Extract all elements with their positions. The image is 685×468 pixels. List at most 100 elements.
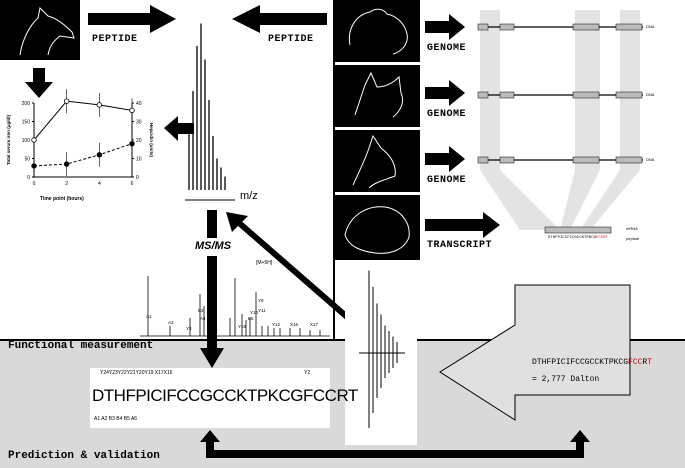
genome-label-3: GENOME	[427, 175, 467, 186]
ion-label: A1	[146, 314, 152, 319]
peak-label: [M+5H]	[256, 260, 273, 266]
ion-label: X17	[310, 322, 319, 327]
fragment-top-right: Y2	[304, 370, 311, 376]
bear-head-icon	[348, 8, 408, 55]
dna-label-2: DNA	[646, 92, 655, 97]
prediction-validation-label: Prediction & validation	[8, 450, 160, 462]
ion-label: B3	[198, 308, 204, 313]
data-point	[96, 152, 103, 158]
chart-ylabel-right: Hepcidin (units)	[149, 123, 154, 157]
mrna-sequence: DTHFPICIFCCGCCKTPKCGFCCRT	[548, 236, 608, 240]
dna-tracks	[477, 23, 643, 164]
data-point	[129, 107, 135, 114]
peptide-label-left: PEPTIDE	[92, 34, 138, 45]
annotated-sequence: DTHFPICIFCCGCCKTPKCGFCCRT	[92, 386, 358, 405]
horse-head-icon	[344, 206, 410, 254]
ytick-right-label: 0	[136, 175, 139, 181]
peptide-label-right: PEPTIDE	[268, 34, 314, 45]
arrow-left-1	[232, 5, 327, 33]
ion-label: A2	[168, 320, 174, 325]
ion-label: Y12	[272, 322, 281, 327]
arrow-right-1	[88, 5, 176, 33]
animal-image-4	[335, 195, 420, 260]
genome-label-2: GENOME	[427, 109, 467, 120]
result-seq-red-1: FCC	[628, 358, 643, 367]
mrna-label: mRNA	[626, 226, 638, 231]
animal-image-3	[335, 130, 420, 192]
ion-label: Y3	[186, 326, 192, 331]
vertical-divider	[333, 0, 335, 340]
mass-spectrum-top	[185, 23, 235, 201]
ytick-right-label: 20	[136, 138, 142, 144]
ytick-left-label: 150	[22, 120, 31, 126]
divider-line	[0, 339, 685, 341]
dog-head-icon	[19, 6, 75, 56]
msms-arrow-upper	[207, 210, 217, 238]
return-arrow	[200, 430, 590, 458]
result-sequence: DTHFPICIFCCGCCKTPKCGFCCRT	[532, 358, 652, 367]
annotated-sequence-box	[90, 368, 330, 428]
mass-spectrum-bottom	[359, 270, 405, 428]
fragment-top: Y24Y23Y22Y21Y20Y19 X17X16	[100, 370, 173, 376]
msms-label: MS/MS	[195, 240, 232, 252]
series-line	[33, 143, 133, 167]
dna-label-1: DNA	[646, 24, 655, 29]
animal-image-2	[335, 65, 420, 127]
arrow-down-1	[25, 68, 53, 98]
data-point	[31, 163, 37, 169]
xtick-label: 2	[65, 181, 68, 187]
mrna-track	[544, 226, 612, 234]
mass-value: = 2,777 Dalton	[532, 375, 600, 384]
dna-track-1	[477, 23, 643, 31]
ytick-right-label: 30	[136, 120, 142, 126]
result-seq-black-2: R	[642, 358, 648, 367]
ytick-left-label: 200	[22, 101, 31, 107]
animal-image-1	[335, 0, 420, 62]
mrna-seq-red: FCCRT	[596, 236, 609, 240]
ytick-right-label: 40	[136, 101, 142, 107]
result-seq-red-2: T	[647, 358, 653, 367]
peptide-track-label: peptide	[626, 236, 640, 241]
cat-head-icon	[354, 71, 404, 118]
ion-label: B5	[210, 314, 216, 319]
dna-label-3: DNA	[646, 157, 655, 162]
mz-label: m/z	[240, 190, 258, 202]
dna-track-3	[477, 156, 643, 164]
xtick-label: 0	[33, 181, 36, 187]
arrow-left-chart	[164, 116, 194, 141]
data-point	[63, 98, 70, 104]
ion-label: Y11	[258, 308, 266, 313]
dna-track-2	[477, 91, 643, 99]
data-point	[129, 141, 135, 147]
ion-label: A4	[200, 316, 206, 321]
ion-label: B5	[248, 316, 254, 321]
series-line	[33, 100, 133, 141]
ion-label: Y9	[258, 298, 264, 303]
dog-head-image	[0, 0, 80, 60]
fragment-bottom: A1 A2 B3 B4 B5 A6	[94, 416, 138, 422]
mrna-seq-black: DTHFPICIFCCGCCKTPKCG	[548, 236, 597, 240]
xtick-label: 6	[131, 181, 134, 187]
fox-head-icon	[352, 134, 396, 189]
ytick-left-label: 0	[27, 175, 30, 181]
ion-label: Y10	[250, 310, 259, 315]
arrow-genome-3	[425, 146, 465, 172]
ion-label: X16	[290, 322, 299, 327]
ytick-left-label: 100	[22, 138, 31, 144]
data-point	[63, 161, 70, 167]
result-seq-black-1: DTHFPICIFCCGCCKTPKCG	[532, 358, 629, 367]
arrow-genome-2	[425, 80, 465, 106]
ion-label: Y16	[238, 324, 247, 329]
arrow-transcript	[425, 212, 500, 238]
functional-measurement-label: Functional measurement	[8, 340, 154, 352]
transcript-label: TRANSCRIPT	[427, 240, 493, 251]
data-point	[96, 102, 103, 108]
ytick-right-label: 10	[136, 157, 142, 163]
chart-xlabel: Time point (hours)	[40, 196, 84, 202]
ytick-left-label: 50	[24, 157, 30, 163]
xtick-label: 4	[98, 181, 101, 187]
arrow-genome-1	[425, 14, 465, 40]
